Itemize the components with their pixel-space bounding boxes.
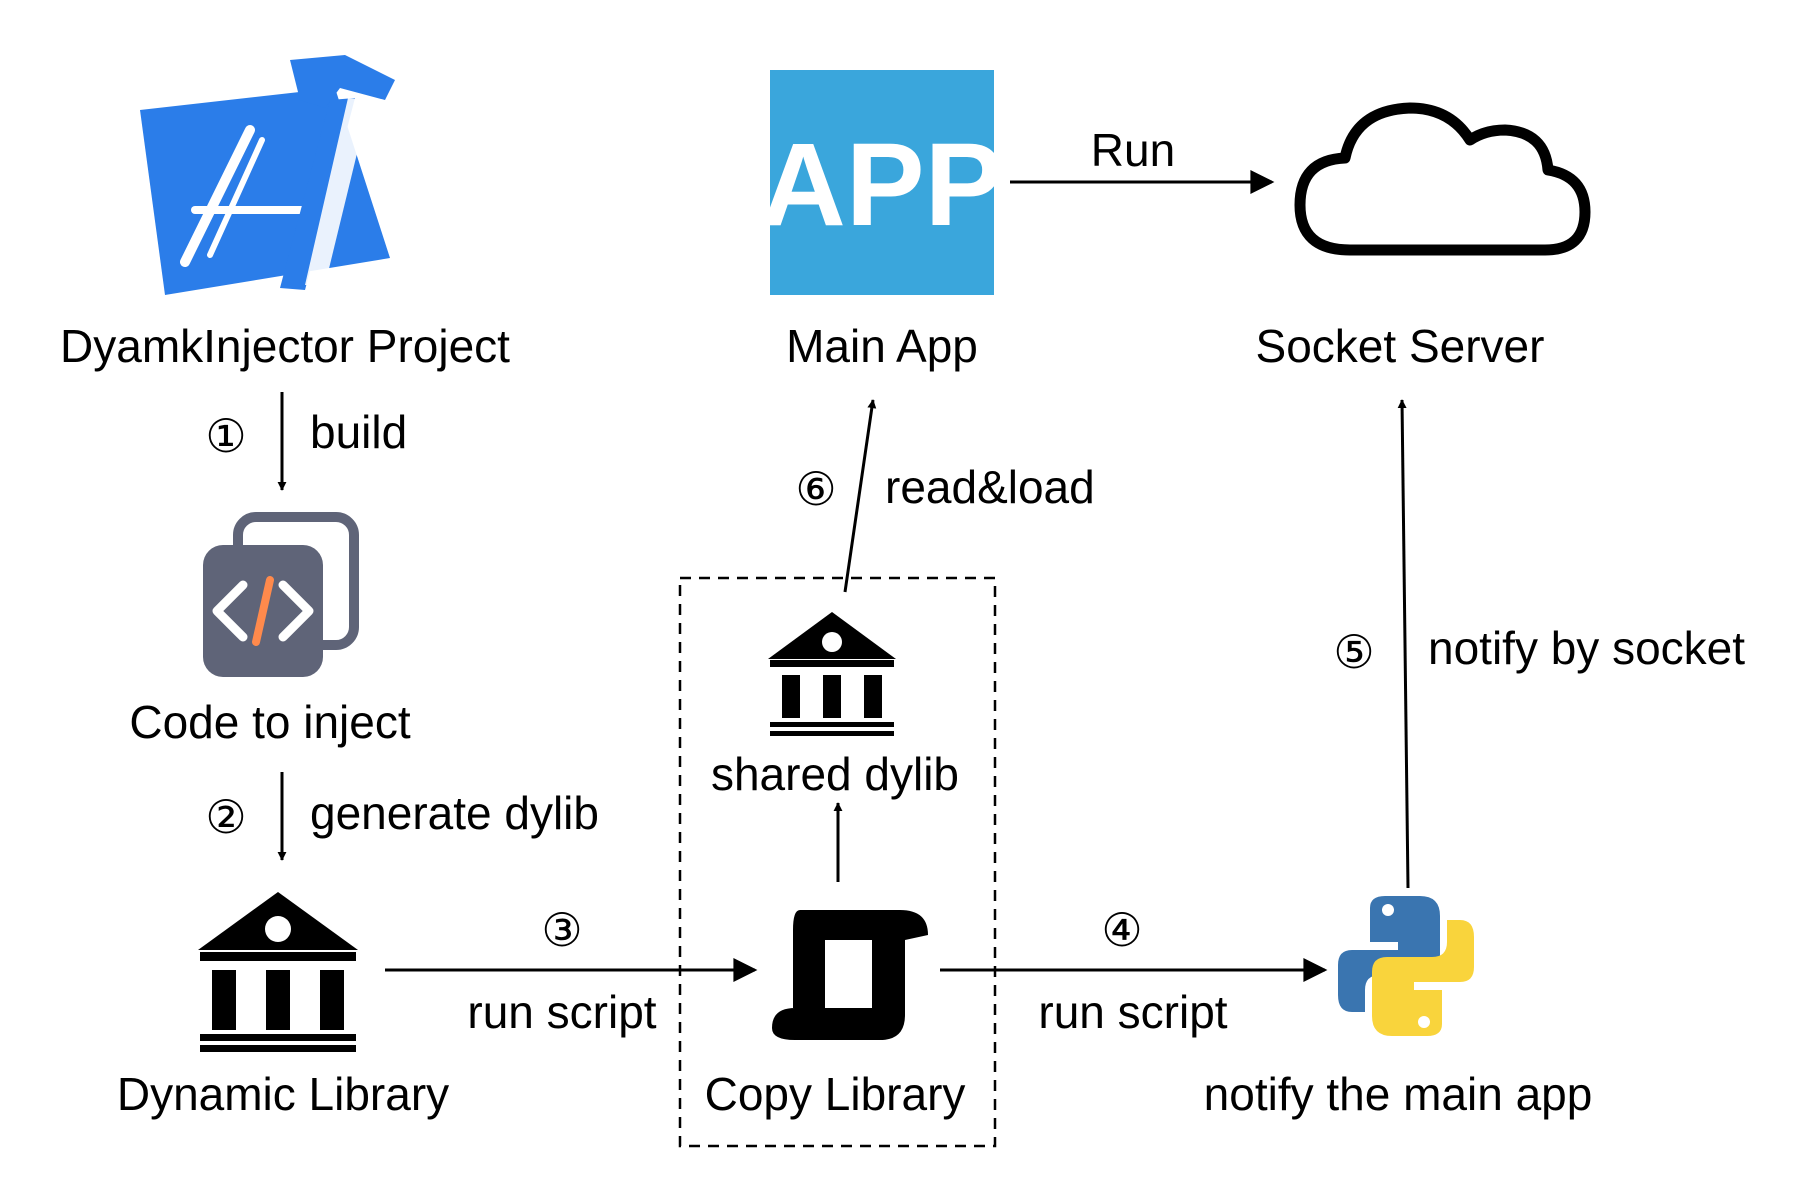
notify-app-label: notify the main app [1204,1068,1593,1120]
main-app-label: Main App [786,320,978,372]
step-6-number: ⑥ [795,462,836,516]
hammer-head [290,55,395,108]
dylib-copy-group [678,576,997,1148]
shared-dylib-icon [768,612,896,736]
step-1-number: ① [205,409,246,463]
dynamic-library-icon [198,892,358,1052]
step-5-label: notify by socket [1428,622,1745,674]
step-5-number: ⑤ [1333,625,1374,679]
python-icon [1338,896,1474,1036]
run-label: Run [1091,124,1175,176]
shared-dylib-label: shared dylib [711,748,959,800]
step-3-label: run script [467,986,656,1038]
copy-library-label: Copy Library [705,1068,966,1120]
dynamic-library-label: Dynamic Library [117,1068,449,1120]
socket-server-label: Socket Server [1256,320,1545,372]
code-file-icon [203,512,359,677]
project-label: DyamkInjector Project [60,320,510,372]
code-label: Code to inject [129,696,410,748]
step-3-number: ③ [541,903,582,957]
step-2-number: ② [205,790,246,844]
step-2-label: generate dylib [310,787,599,839]
step-1-label: build [310,406,407,458]
xcode-icon [140,55,395,295]
arrow-notify-socket [1397,399,1410,889]
cloud-icon [1294,102,1591,256]
app-icon-text: APP [761,119,1004,251]
step-4-number: ④ [1101,903,1142,957]
step-6-label: read&load [885,461,1095,513]
script-scroll-icon [772,910,928,1040]
hammer-handle [280,98,355,290]
app-icon [770,70,994,295]
step-4-label: run script [1038,986,1227,1038]
arrow-read-load [843,399,877,593]
